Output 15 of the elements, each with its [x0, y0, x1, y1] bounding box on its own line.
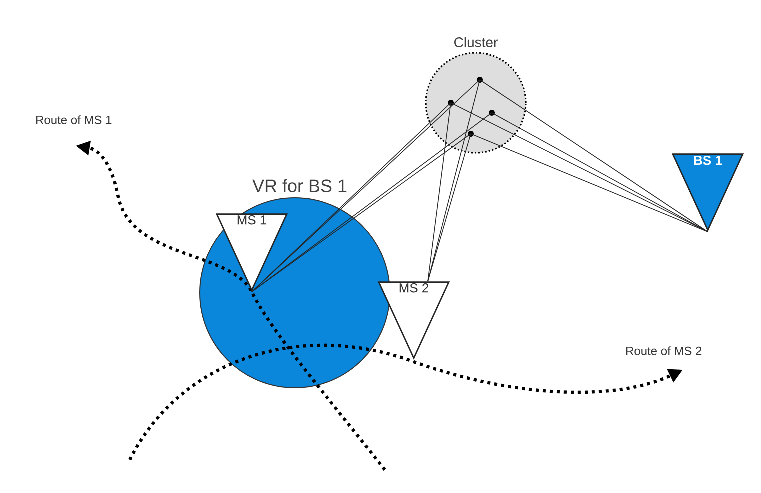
route-label: Route of MS 1 — [36, 116, 112, 124]
link-line — [492, 112, 708, 232]
link-line — [252, 102, 452, 292]
link-line — [428, 102, 452, 282]
cluster-title: Cluster — [454, 37, 498, 48]
cluster-point — [489, 110, 495, 116]
route-label: Route of MS 2 — [626, 346, 702, 356]
link-line — [252, 134, 472, 292]
cluster-point — [468, 131, 474, 137]
link-line — [480, 80, 708, 232]
cluster-point — [477, 77, 483, 83]
region-title: VR for BS 1 — [252, 179, 347, 192]
link-line — [470, 134, 708, 232]
cluster-point — [448, 100, 454, 106]
link-line — [428, 134, 472, 282]
